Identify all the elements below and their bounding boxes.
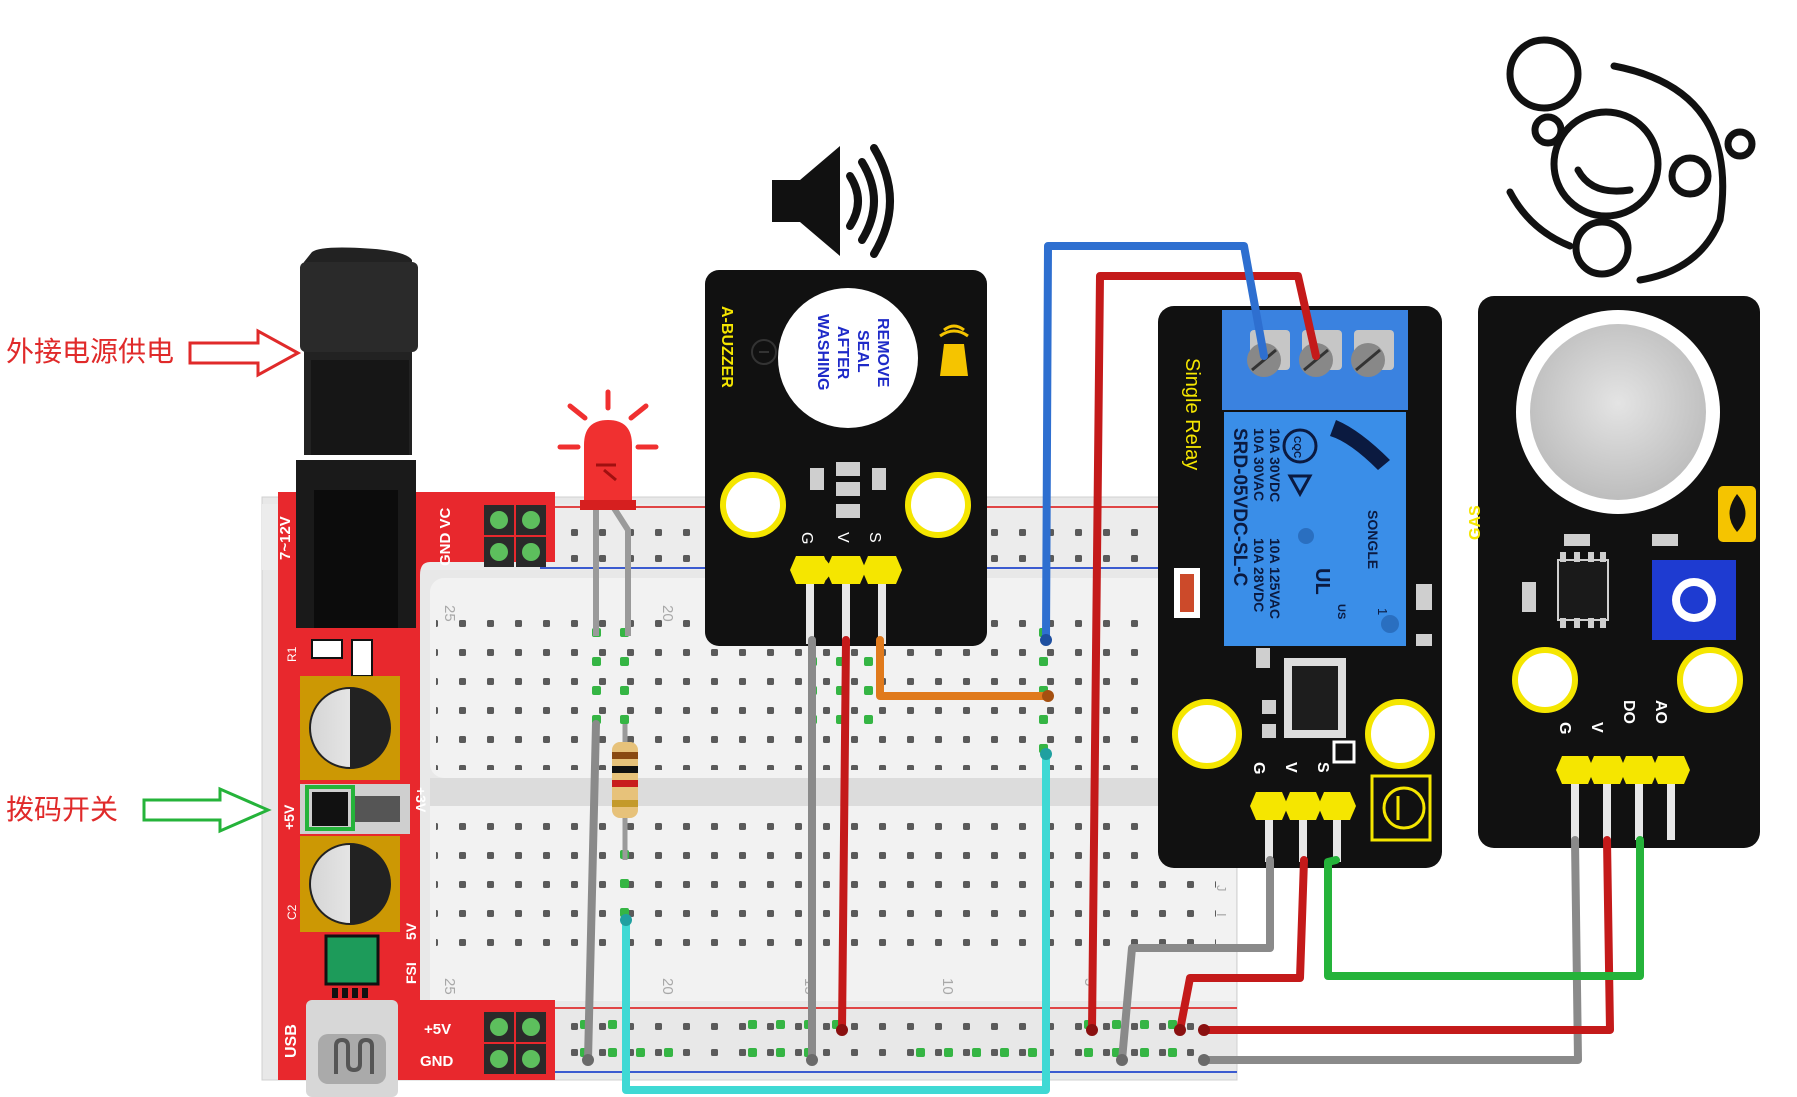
buzzer-seal bbox=[778, 288, 918, 428]
top-rail-label: GND VC bbox=[437, 507, 454, 566]
relay-pin-s: S bbox=[1314, 762, 1331, 773]
relay-ul-mark: UL bbox=[1311, 568, 1333, 595]
red-led bbox=[557, 389, 659, 636]
power-supply-module: 7~12V GND VC R1 +5V +3V bbox=[277, 247, 555, 1097]
wire-orange-buzzer-signal bbox=[876, 636, 1052, 700]
seal-line-2: SEAL bbox=[854, 330, 871, 373]
relay-name: Single Relay bbox=[1181, 358, 1203, 470]
5v-label: 5V bbox=[403, 922, 419, 940]
buzzer-pin-s: S bbox=[866, 532, 883, 543]
buzzer-pin-g: G bbox=[798, 532, 815, 544]
seal-line-3: AFTER bbox=[834, 326, 851, 380]
column-number-25-bottom: 25 bbox=[441, 978, 458, 995]
column-number-20-bottom: 20 bbox=[659, 978, 676, 995]
gas-pin-ao: AO bbox=[1652, 700, 1669, 724]
transistor-icon bbox=[1370, 774, 1432, 842]
annotation-external-power: 外接电源供电 bbox=[6, 328, 302, 378]
relay-spec-left-2: 10A 30VDC bbox=[1267, 428, 1283, 502]
relay-mount-hole-right bbox=[1365, 699, 1435, 769]
gas-mount-hole-left bbox=[1512, 647, 1578, 713]
gas-pin-g: G bbox=[1556, 722, 1573, 734]
annotation-dip-switch: 拨码开关 bbox=[6, 786, 272, 834]
wire-red-buzzer-vcc bbox=[838, 636, 850, 1034]
relay-mount-hole-left bbox=[1172, 699, 1242, 769]
relay-part-number: SRD-05VDC-SL-C bbox=[1229, 428, 1250, 587]
buzzer-pin-v: V bbox=[834, 532, 851, 543]
gas-pin-do: DO bbox=[1620, 700, 1637, 724]
relay-pin-g: G bbox=[1250, 762, 1267, 774]
resistor bbox=[612, 724, 638, 860]
flame-icon bbox=[1718, 486, 1756, 542]
relay-cqc: CQC bbox=[1291, 436, 1302, 458]
sound-icon bbox=[939, 324, 969, 376]
c2-label: C2 bbox=[285, 904, 299, 920]
switch-5v-label: +5V bbox=[281, 804, 297, 830]
row-letter-j: J bbox=[1214, 885, 1229, 892]
seal-line-1: REMOVE bbox=[874, 318, 891, 388]
relay-module: Single Relay SRD-05VDC-SL-C 10A 30VAC 10… bbox=[1158, 306, 1442, 868]
relay-spec-right-1: 10A 28VDC bbox=[1251, 538, 1267, 612]
dip-switch-arrow-icon bbox=[142, 786, 272, 834]
input-voltage-label: 7~12V bbox=[277, 516, 294, 560]
mount-hole-left bbox=[720, 472, 786, 538]
relay-pin-header bbox=[1250, 792, 1356, 862]
column-number-25-top: 25 bbox=[441, 605, 458, 622]
bottom-gnd-label: GND bbox=[420, 1053, 454, 1070]
wire-grey-gas-gnd bbox=[1200, 836, 1582, 1064]
relay-spec-right-2: 10A 125VAC bbox=[1267, 538, 1283, 619]
wire-blue-relay-nc bbox=[1042, 242, 1268, 644]
wire-green-gas-signal bbox=[1324, 836, 1644, 980]
songle-logo-icon bbox=[1330, 420, 1390, 470]
capacitor-1 bbox=[300, 676, 400, 780]
wire-end-caps bbox=[582, 634, 1210, 1066]
wire-grey-led-gnd bbox=[584, 720, 600, 1064]
wire-red-relay-com bbox=[1088, 272, 1320, 1034]
fsi-label: FSI bbox=[403, 962, 419, 984]
gas-pin-v: V bbox=[1588, 722, 1605, 733]
gas-sensor-module: GAS G V DO AO bbox=[1467, 36, 1760, 848]
wire-grey-relay-gnd bbox=[1118, 856, 1274, 1064]
wire-red-gas-vcc bbox=[1200, 836, 1614, 1034]
led-glow-rays-icon bbox=[557, 389, 659, 450]
relay-spec-left-1: 10A 30VAC bbox=[1251, 428, 1267, 501]
gas-mount-hole-right bbox=[1677, 647, 1743, 713]
dip-switch[interactable] bbox=[300, 784, 410, 834]
mount-hole-right bbox=[905, 472, 971, 538]
cqc-mark bbox=[1282, 428, 1318, 464]
row-letter-i: I bbox=[1214, 913, 1229, 917]
dc-barrel-jack bbox=[296, 247, 418, 628]
wire-cyan-led-drive bbox=[622, 750, 1050, 1094]
gas-pin-header bbox=[1556, 756, 1690, 840]
column-number-10-bottom: 10 bbox=[939, 978, 956, 995]
relay-num: 1 bbox=[1375, 608, 1390, 615]
buzzer-name: A-BUZZER bbox=[718, 306, 735, 388]
buzzer-pin-header bbox=[790, 556, 902, 644]
external-power-arrow-icon bbox=[188, 328, 302, 378]
bottom-5v-label: +5V bbox=[424, 1021, 451, 1038]
speaker-icon bbox=[772, 144, 894, 258]
usb-label: USB bbox=[283, 1024, 300, 1058]
dip-switch-label: 拨码开关 bbox=[6, 793, 118, 826]
switch-3v-label: +3V bbox=[413, 787, 429, 813]
seal-line-4: WASHING bbox=[814, 314, 831, 390]
relay-terminal-block bbox=[1222, 310, 1408, 410]
wires bbox=[584, 242, 1644, 1094]
capacitor-2 bbox=[300, 836, 400, 932]
r1-label: R1 bbox=[285, 646, 299, 662]
relay-cert: US bbox=[1335, 604, 1347, 619]
wire-red-relay-vcc bbox=[1176, 856, 1308, 1034]
comparator-chip bbox=[1557, 559, 1609, 621]
gas-element-icon bbox=[1506, 36, 1756, 284]
column-number-20-top: 20 bbox=[659, 605, 676, 622]
breadboard-trench bbox=[430, 778, 1236, 806]
buzzer-module: REMOVE SEAL AFTER WASHING A-BUZZER G V S bbox=[705, 144, 987, 646]
gas-name: GAS bbox=[1467, 505, 1484, 540]
relay-brand: SONGLE bbox=[1365, 510, 1381, 569]
usb-port bbox=[306, 1000, 398, 1097]
relay-pin-v: V bbox=[1282, 762, 1299, 773]
fuse bbox=[324, 934, 380, 986]
external-power-label: 外接电源供电 bbox=[6, 335, 174, 368]
